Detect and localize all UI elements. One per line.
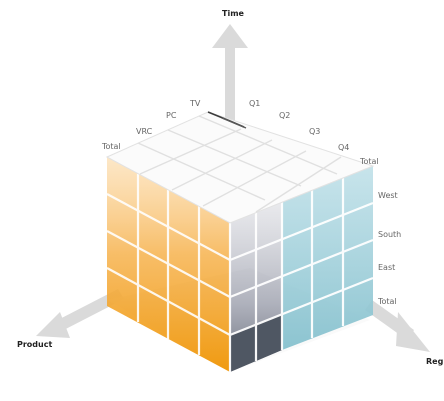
- product-face-grid: [106, 174, 231, 355]
- product-label-tv: TV: [189, 99, 201, 108]
- top-face-dark-lines-2: [221, 117, 247, 129]
- region-label-total: Total: [377, 297, 397, 306]
- time-top-face: [105, 111, 375, 224]
- time-label-total: Total: [359, 157, 379, 166]
- region-label-east: East: [378, 263, 395, 272]
- product-labels: Total VRC PC TV: [101, 99, 201, 151]
- product-label-vrc: VRC: [136, 127, 153, 136]
- product-label-pc: PC: [166, 111, 177, 120]
- time-label-q4: Q4: [338, 143, 349, 152]
- top-face-grid: [137, 115, 342, 213]
- time-label-q2: Q2: [279, 111, 290, 120]
- region-face-grid: [228, 178, 374, 372]
- time-labels: Q1 Q2 Q3 Q4 Total: [249, 99, 379, 166]
- time-label-q3: Q3: [309, 127, 320, 136]
- product-label-total: Total: [101, 142, 121, 151]
- axis-title-time: Time: [222, 9, 245, 18]
- region-labels: West South East Total: [377, 191, 401, 306]
- time-label-q1: Q1: [249, 99, 260, 108]
- axis-title-region: Regi: [426, 357, 444, 366]
- region-label-west: West: [378, 191, 398, 200]
- axis-title-product: Product: [17, 340, 52, 349]
- product-axis-arrow: [36, 289, 124, 338]
- time-axis-arrow: [212, 24, 248, 142]
- region-axis-arrow: [365, 300, 430, 352]
- region-label-south: South: [378, 230, 401, 239]
